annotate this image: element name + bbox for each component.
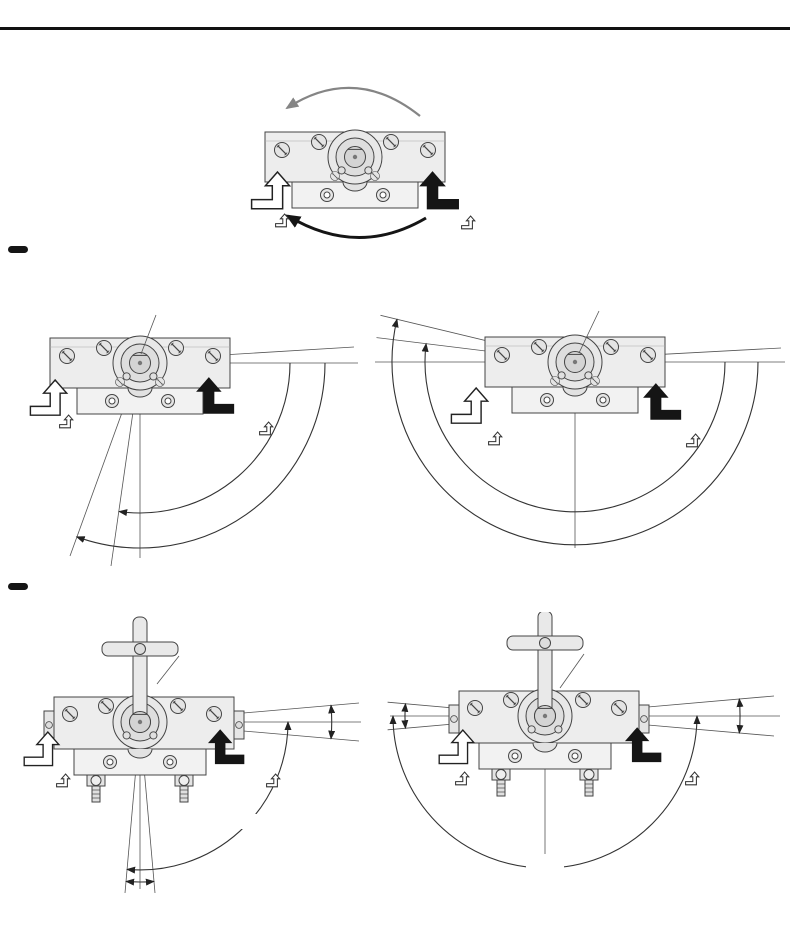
port-arrow-icon [59,414,74,429]
a-pressure-arrow [643,383,682,420]
port-arrow-icon [461,215,476,230]
actuator-drawing [485,335,665,413]
swing-arc-outer [391,318,759,546]
diagram-basic-90-100 [29,314,358,567]
flat-leader-line [156,655,180,685]
actuator-drawing [265,130,445,208]
port-arrow-icon [266,773,281,788]
diagram-stopper-180 [387,612,780,869]
swing-arc-inner [421,342,726,513]
flat-leader-line [140,314,157,355]
port-arrow-icon [275,213,290,228]
swing-arc-outer [75,362,326,549]
actuator-with-stopper-drawing [44,617,244,802]
cw-arrow [285,214,427,239]
port-arrow-icon [686,433,701,448]
adjust-arc-right [328,704,336,740]
b-pressure-arrow [450,387,489,424]
title-rule [0,27,790,30]
actuator-with-stopper-drawing [449,612,649,796]
ccw-arrow [285,86,421,117]
rotation-direction-diagram [250,86,476,239]
section-header-stopper [8,583,28,590]
flat-leader-line [578,310,600,354]
angle-label-bg [526,854,564,869]
port-arrow-icon [685,771,700,786]
section-header-basic [8,246,28,253]
port-arrow-icon [259,421,274,436]
actuator-drawing [50,336,230,414]
angle-label-bg [229,814,257,829]
port-arrow-icon [488,431,503,446]
diagram-stopper-90 [23,612,361,894]
adjust-arc-bottom [125,878,155,886]
swing-arc-inner [118,362,291,517]
flat-leader-line [559,653,585,689]
diagram-basic-180-190 [375,310,785,548]
adjust-arc-right [736,698,744,734]
swing-arc [126,721,292,874]
port-arrow-icon [455,771,470,786]
port-arrow-icon [56,773,71,788]
adjust-arc-left [401,702,409,730]
